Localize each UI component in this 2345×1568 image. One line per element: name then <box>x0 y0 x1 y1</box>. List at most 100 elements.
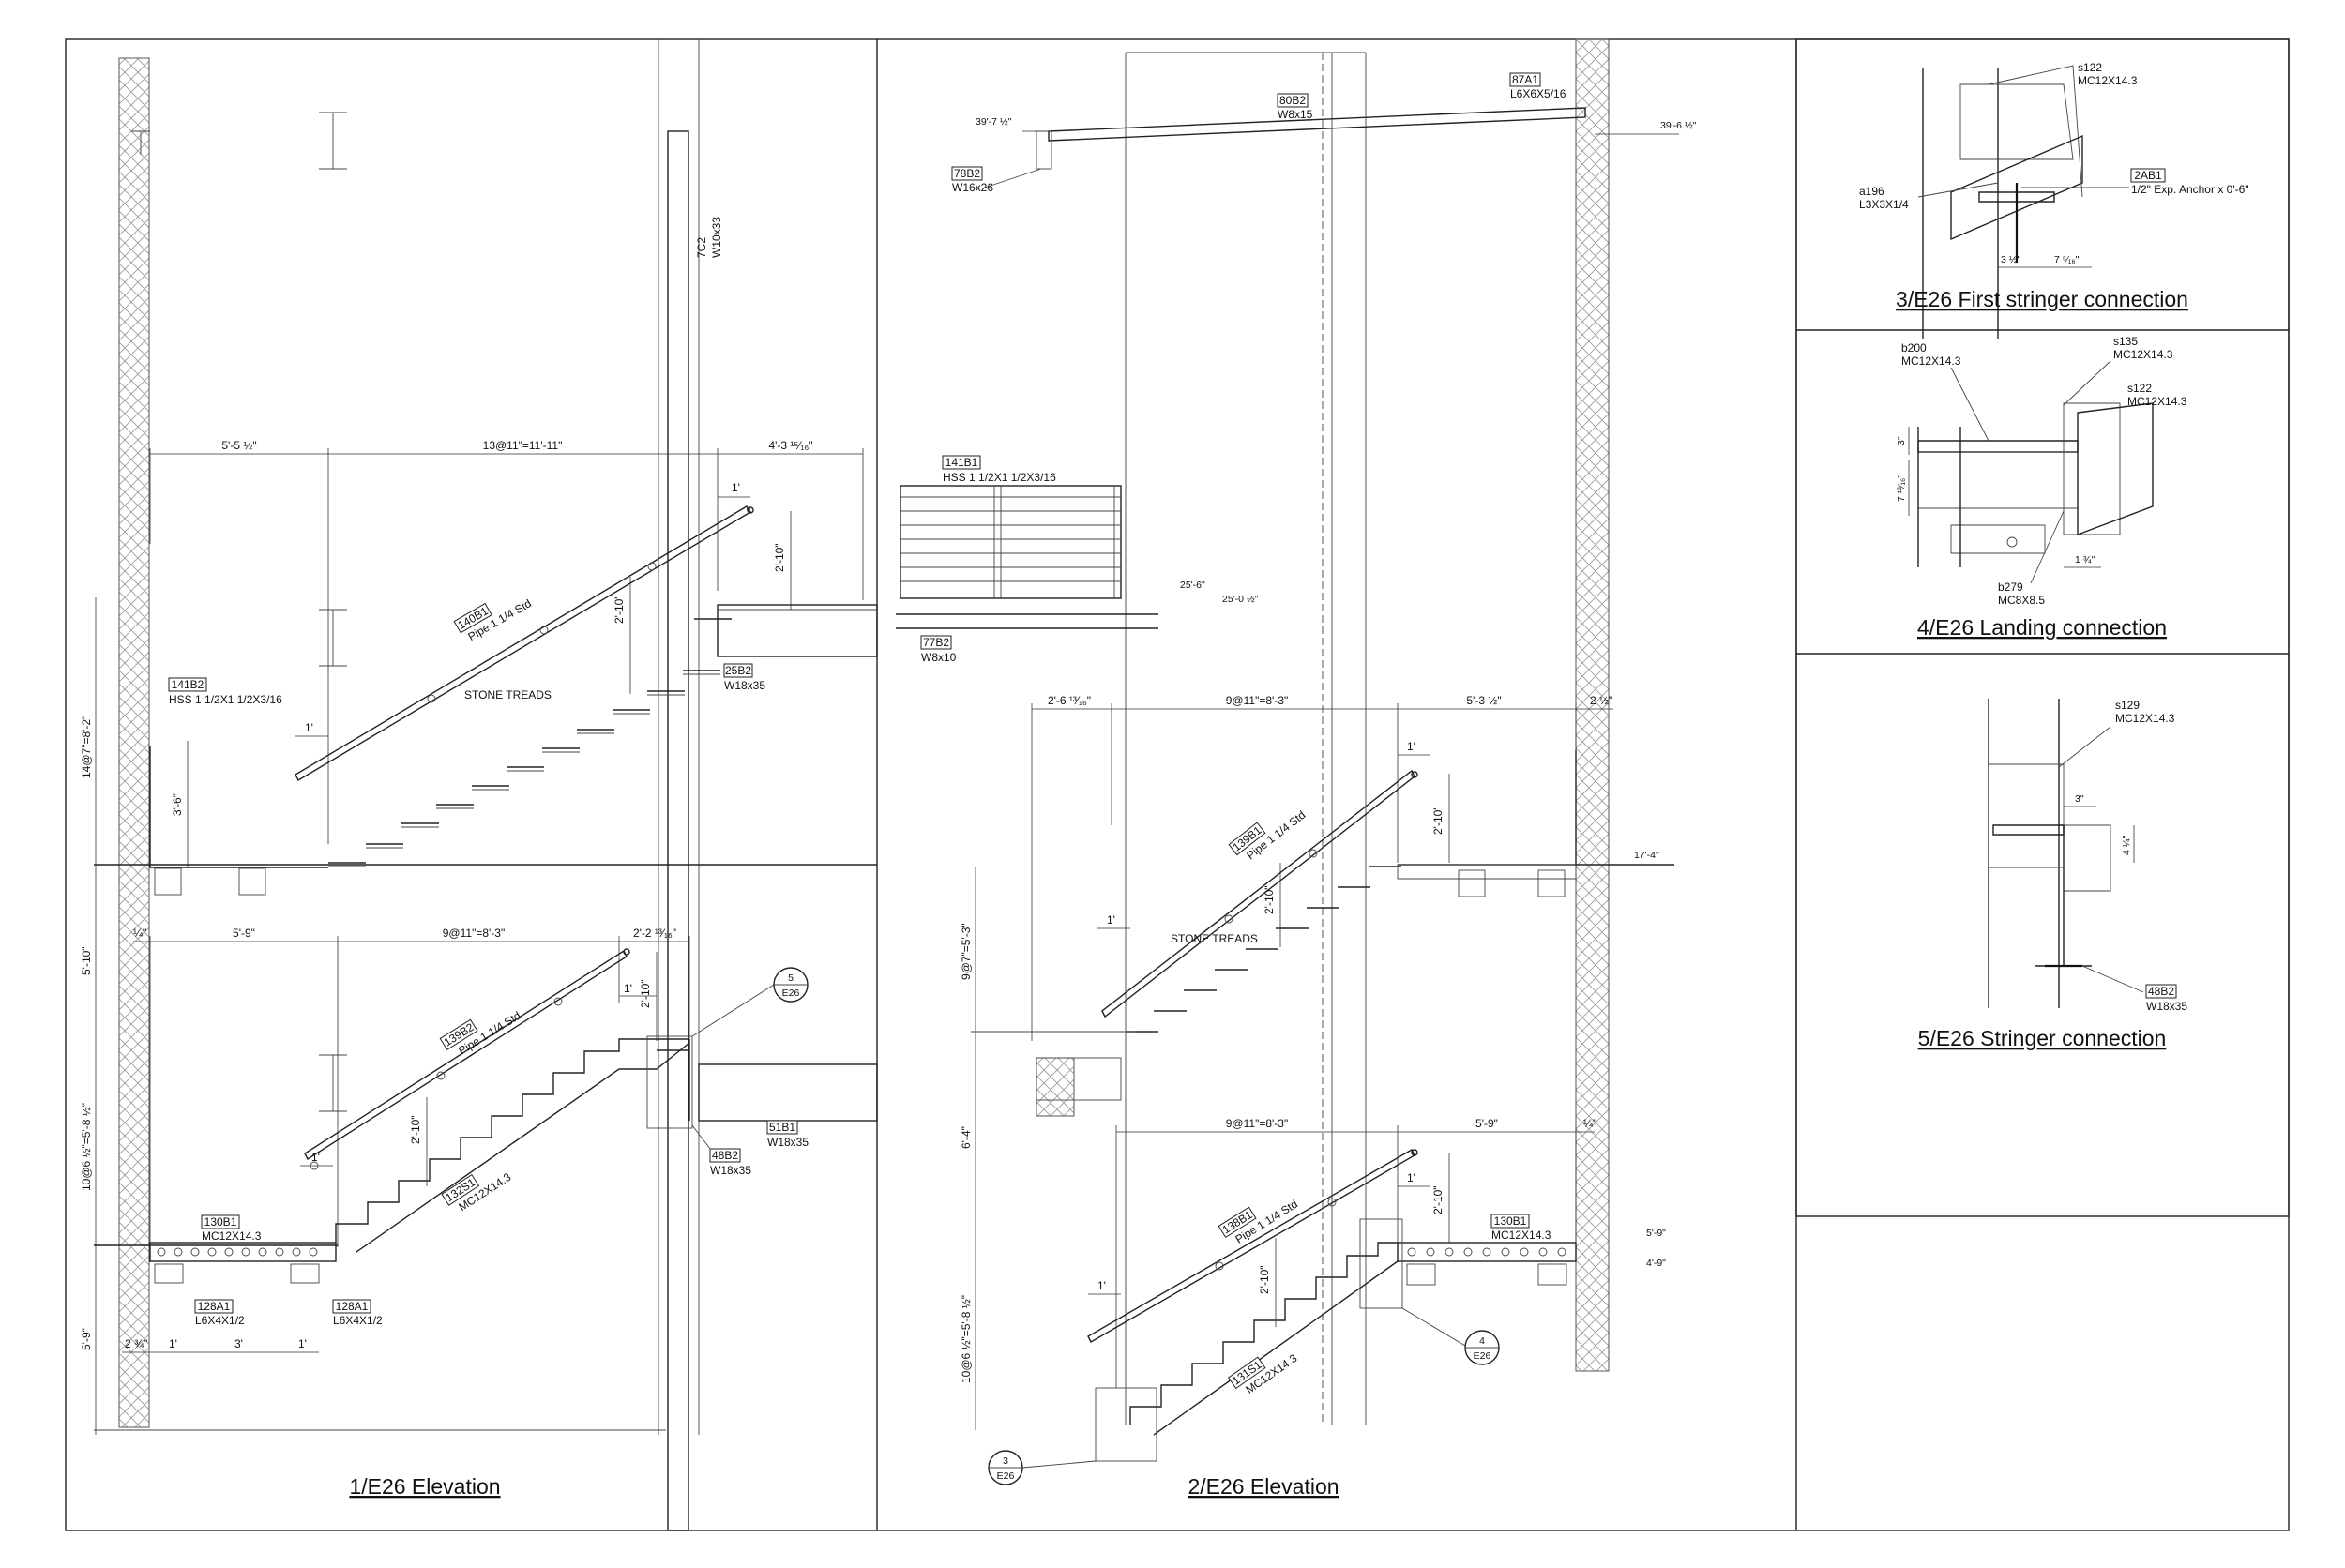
e2-dim-top-right: 5'-3 ½" <box>1466 694 1501 707</box>
callout-4-num: 4 <box>1479 1335 1485 1347</box>
beam-80b2-size: W8x15 <box>1278 108 1313 121</box>
beam-78b2-tag: 78B2 <box>954 167 980 180</box>
angle-128a1-size-b: L6X4X1/2 <box>333 1314 383 1327</box>
dim-low-right: 2'-2 ¹³⁄₁₆" <box>633 927 676 940</box>
elevation-2: 80B2 W8x15 87A1 L6X6X5/16 78B2 W16x26 39… <box>896 38 1697 1499</box>
d3-anchor-tag: 2AB1 <box>2134 169 2162 182</box>
angle-128a1-tag-b: 128A1 <box>336 1300 369 1313</box>
e2-dim-1ft-d: 1' <box>1097 1279 1106 1292</box>
d3-dim-1: 3 ½" <box>2001 254 2021 265</box>
dim-2-10-b: 2'-10" <box>613 595 626 624</box>
upper-stair-treads <box>328 618 732 867</box>
elev-5-9: 5'-9" <box>1646 1228 1666 1239</box>
angle-128a1-size-a: L6X4X1/2 <box>195 1314 245 1327</box>
dim-vert-mid: 5'-10" <box>80 946 93 975</box>
d5-beam-tag: 48B2 <box>2148 985 2174 998</box>
e2-landing-130b1-size: MC12X14.3 <box>1491 1229 1551 1242</box>
wall-left <box>118 57 150 1428</box>
beam-78b2-size: W16x26 <box>952 181 993 194</box>
title-elev2: 2/E26 Elevation <box>1188 1474 1339 1499</box>
d4-b2-size: MC8X8.5 <box>1998 594 2045 607</box>
guard-141b1-tag: 141B1 <box>946 456 978 469</box>
dim-1ft-c: 1' <box>624 982 632 995</box>
d4-b-tag: b200 <box>1901 341 1927 354</box>
e2-dim-2-10-c: 2'-10" <box>1431 1185 1445 1214</box>
handrail-139b2 <box>304 949 628 1161</box>
dim-1ft-a: 1' <box>732 481 740 494</box>
details-frame <box>1795 38 2290 1217</box>
elevation-1: 7C2 W10x33 5'-5 ½" 13@11"=11'-11" 4'-3 ¹… <box>80 39 878 1531</box>
d3-a-tag: a196 <box>1859 185 1884 198</box>
detail-3: s122 MC12X14.3 a196 L3X3X1/4 2AB1 1/2" E… <box>1859 61 2249 339</box>
dim-top-mid: 13@11"=11'-11" <box>483 439 563 452</box>
beam-48b2-tag: 48B2 <box>712 1149 738 1162</box>
e2-dim-1ft-a: 1' <box>1407 740 1415 753</box>
callout-3-num: 3 <box>1003 1455 1008 1467</box>
beam-25b2-tag: 25B2 <box>725 664 751 677</box>
callout-5-sheet: E26 <box>782 988 800 999</box>
e2-dim-top-left: 2'-6 ¹³⁄₁₆" <box>1048 694 1091 707</box>
elev-4-9: 4'-9" <box>1646 1258 1666 1269</box>
d4-dim-2: 7 ¹³⁄₁₆" <box>1896 475 1907 502</box>
dim-quarter: ¼" <box>133 927 146 940</box>
connection-box-4 <box>1359 1218 1403 1309</box>
callout-3-sheet: E26 <box>997 1470 1015 1482</box>
angle-128a1-tag-a: 128A1 <box>198 1300 231 1313</box>
elev-39-6: 39'-6 ½" <box>1660 120 1697 131</box>
dim-top-right: 4'-3 ¹⁵⁄₁₆" <box>768 439 812 452</box>
column-size: W10x33 <box>710 217 723 258</box>
elev-39-7: 39'-7 ½" <box>976 116 1012 128</box>
d5-s-size: MC12X14.3 <box>2115 712 2175 725</box>
title-det3: 3/E26 First stringer connection <box>1896 287 2188 311</box>
d5-s-tag: s129 <box>2115 699 2140 712</box>
handrail-140b1-tag-box <box>453 602 492 634</box>
title-det4: 4/E26 Landing connection <box>1917 615 2167 640</box>
d3-a-size: L3X3X1/4 <box>1859 198 1909 211</box>
landing-130b1 <box>149 1242 337 1262</box>
d4-b2-tag: b279 <box>1998 580 2023 594</box>
e2-dim-2-10-d: 2'-10" <box>1258 1265 1271 1294</box>
dim-3ft: 3' <box>234 1337 243 1350</box>
dim-vert-bottom: 5'-9" <box>80 1328 93 1350</box>
e2-dim-vert-mid: 6'-4" <box>960 1126 973 1149</box>
beam-77b2-tag: 77B2 <box>923 636 949 649</box>
dim-2-10-d: 2'-10" <box>409 1115 422 1144</box>
d5-beam-size: W18x35 <box>2146 1000 2187 1013</box>
dim-1ft-f: 1' <box>298 1337 307 1350</box>
e2-dim-1ft-b: 1' <box>1107 913 1115 927</box>
d4-s1-size: MC12X14.3 <box>2113 348 2173 361</box>
column-7c2 <box>667 130 689 1531</box>
dim-vert-upper: 14@7"=8'-2" <box>80 716 93 778</box>
beam-25b2-size: W18x35 <box>724 679 765 692</box>
guard-141b2-tag: 141B2 <box>172 678 204 691</box>
dim-2-3-4: 2 ¾" <box>125 1337 147 1350</box>
d3-dim-2: 7 ⁵⁄₁₆" <box>2054 254 2080 265</box>
d5-dim-1: 3" <box>2075 793 2084 805</box>
d4-dim-3: 1 ¾" <box>2075 554 2095 565</box>
title-det5: 5/E26 Stringer connection <box>1918 1026 2167 1050</box>
guard-141b1 <box>900 485 1122 599</box>
e2-dim-2-10-a: 2'-10" <box>1431 806 1445 835</box>
dim-vert-lower: 10@6 ½"=5'-8 ½" <box>80 1103 93 1191</box>
elev-25-6: 25'-6" <box>1180 580 1205 591</box>
d3-s-size: MC12X14.3 <box>2078 74 2138 87</box>
guard-141b2 <box>149 746 328 868</box>
beam-48b2-size: W18x35 <box>710 1164 751 1177</box>
e2-dim-top-end: 2 ½" <box>1590 694 1612 707</box>
beam-25b2 <box>717 604 878 657</box>
beam-80b2 <box>1048 107 1586 142</box>
e2-dim-top-mid: 9@11"=8'-3" <box>1226 694 1288 707</box>
e2-dim-vert-lower: 10@6 ½"=5'-8 ½" <box>960 1295 973 1383</box>
e2-dim-low-right: 5'-9" <box>1475 1117 1498 1130</box>
dim-top-left: 5'-5 ½" <box>221 439 256 452</box>
connection-box-3 <box>1095 1387 1157 1462</box>
guard-141b2-size: HSS 1 1/2X1 1/2X3/16 <box>169 693 282 706</box>
detail-4: b200 MC12X14.3 s135 MC12X14.3 s122 MC12X… <box>1896 335 2187 640</box>
d4-s1-tag: s135 <box>2113 335 2138 348</box>
d3-s-tag: s122 <box>2078 61 2102 74</box>
connection-box-5 <box>646 1035 693 1129</box>
dim-1ft-d: 1' <box>311 1151 320 1164</box>
beam-51b1 <box>698 1063 878 1122</box>
column-tag: 7C2 <box>695 237 708 258</box>
